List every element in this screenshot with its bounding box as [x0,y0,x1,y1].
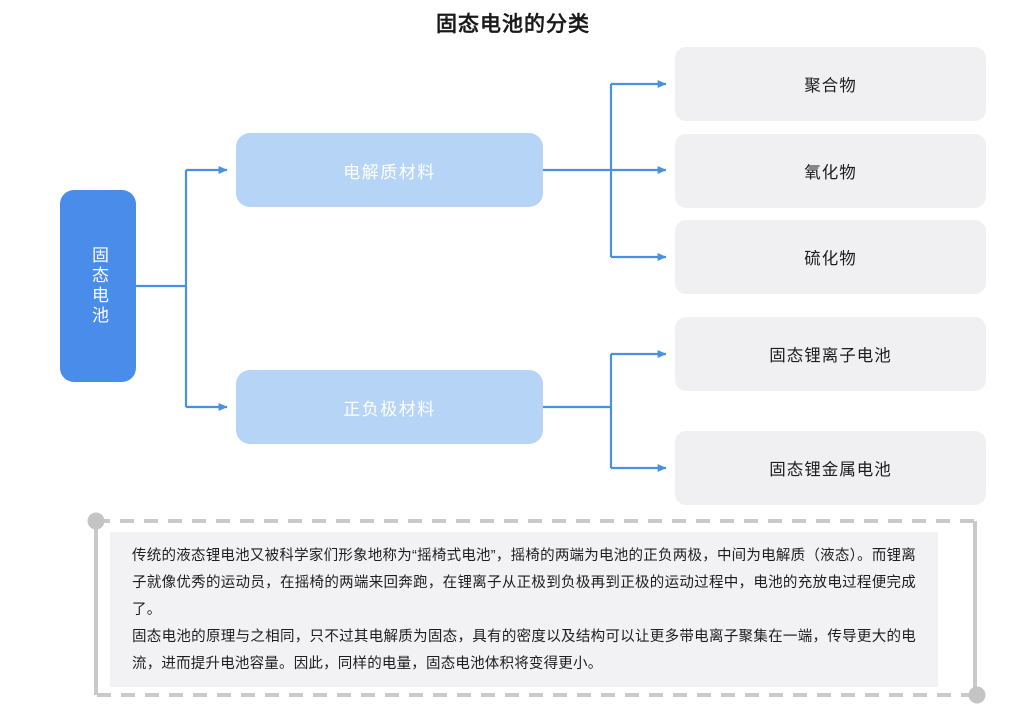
node-leaf-polymer[interactable]: 聚合物 [675,47,986,121]
node-root-solid-state-battery[interactable]: 固态电池 [60,190,136,382]
node-leaf-label: 固态锂离子电池 [769,347,892,365]
node-leaf-sulfide[interactable]: 硫化物 [675,220,986,294]
node-leaf-solid-state-lithium-metal-battery[interactable]: 固态锂金属电池 [675,431,986,505]
node-leaf-solid-state-lithium-ion-battery[interactable]: 固态锂离子电池 [675,317,986,391]
footnote-text-panel: 传统的液态锂电池又被科学家们形象地称为“摇椅式电池”，摇椅的两端为电池的正负两极… [110,532,938,687]
footnote-paragraph-2: 固态电池的原理与之相同，只不过其电解质为固态，具有的密度以及结构可以让更多带电离… [132,629,916,672]
frame-dot-bottom-right [968,686,986,704]
node-branch-electrolyte-material[interactable]: 电解质材料 [236,133,543,207]
node-leaf-oxide[interactable]: 氧化物 [675,134,986,208]
node-branch-electrode-material[interactable]: 正负极材料 [236,370,543,444]
node-branch-label: 电解质材料 [343,162,436,182]
node-branch-label: 正负极材料 [343,399,436,419]
frame-dot-top-left [87,512,105,530]
page-title: 固态电池的分类 [436,13,590,36]
node-root-label: 固态电池 [89,246,108,326]
node-leaf-label: 聚合物 [804,77,857,95]
node-leaf-label: 氧化物 [804,164,857,182]
node-leaf-label: 固态锂金属电池 [769,461,892,479]
footnote-paragraph-1: 传统的液态锂电池又被科学家们形象地称为“摇椅式电池”，摇椅的两端为电池的正负两极… [132,548,916,618]
node-leaf-label: 硫化物 [804,250,857,268]
